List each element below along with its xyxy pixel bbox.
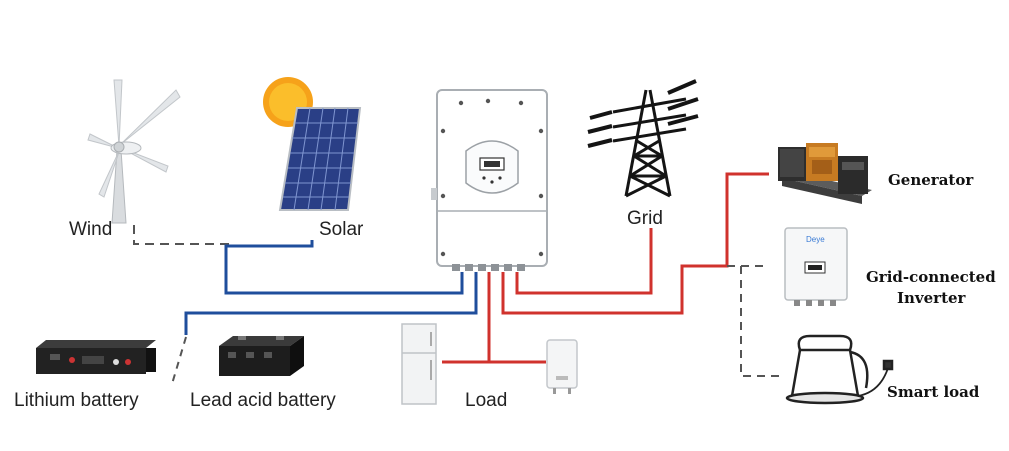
- smart-load-dashed-line: [740, 266, 783, 377]
- load-label: Load: [465, 390, 507, 411]
- grid-label: Grid: [627, 208, 663, 229]
- battery-dc-line: [184, 272, 478, 335]
- solar-label: Solar: [319, 219, 364, 240]
- solar-panel-icon: [263, 77, 362, 211]
- lead-acid-battery-label: Lead acid battery: [190, 390, 336, 411]
- connection-lines: [133, 172, 783, 385]
- lithium-battery-dashed-line: [171, 336, 187, 385]
- generator-ac-line: [501, 172, 769, 315]
- generator-label: Generator: [888, 171, 974, 189]
- lead-acid-battery-icon: [219, 336, 304, 376]
- wind-turbine-icon: [87, 79, 181, 224]
- wind-solar-dashed-line: [133, 225, 230, 245]
- grid-connected-inverter-icon: Deye: [784, 227, 848, 306]
- smart-load-label: Smart load: [887, 383, 980, 401]
- wind-label: Wind: [69, 219, 112, 240]
- solar-dc-line: [224, 240, 464, 295]
- generator-icon: [778, 143, 872, 204]
- water-heater-icon: [546, 339, 578, 394]
- grid-tower-icon: [587, 79, 699, 198]
- lithium-battery-icon: [36, 340, 156, 374]
- inverter-brand-text: Deye: [806, 235, 825, 244]
- grid-connected-inverter-label-line2: Inverter: [897, 289, 967, 307]
- grid-ac-line: [515, 228, 653, 295]
- kettle-icon: [785, 334, 894, 405]
- grid-connected-inverter-label-line1: Grid-connected: [866, 268, 996, 286]
- hybrid-inverter-icon: [431, 89, 548, 271]
- refrigerator-icon: [401, 323, 437, 405]
- lithium-battery-label: Lithium battery: [14, 390, 139, 411]
